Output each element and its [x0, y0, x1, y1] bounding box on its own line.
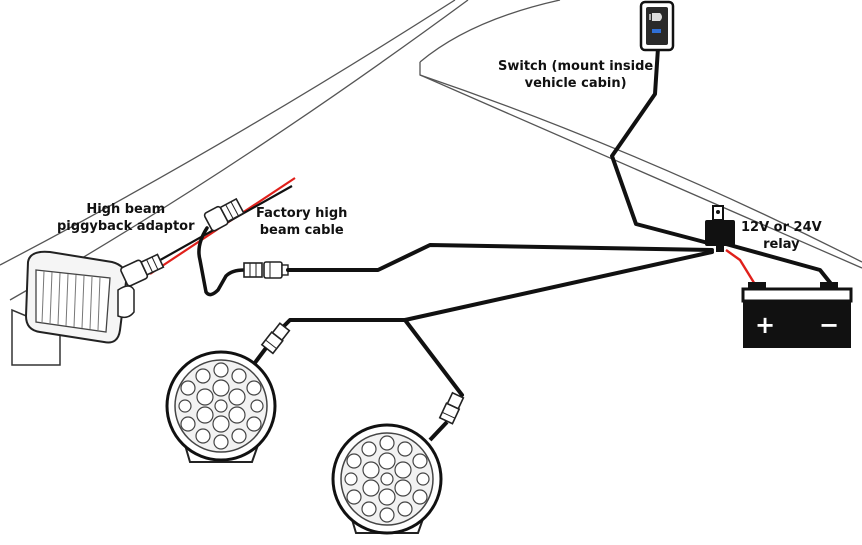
factory-cable-label: Factory high beam cable: [256, 205, 347, 239]
battery-icon: + −: [741, 282, 853, 348]
relay-icon: [705, 205, 735, 252]
switch-label-line-2: vehicle cabin): [524, 76, 627, 91]
switch-label: Switch (mount inside vehicle cabin): [498, 58, 653, 92]
headlight-icon: [11, 250, 135, 366]
positive-wire: [725, 249, 758, 287]
piggyback-adaptor-connector: [120, 177, 296, 287]
relay-label-line-1: 12V or 24V: [741, 220, 822, 235]
light-connector-1: [260, 322, 291, 355]
relay-label-line-2: relay: [763, 237, 800, 252]
harness-wires: [276, 46, 834, 397]
relay-label: 12V or 24V relay: [741, 219, 822, 253]
factory-cable-label-line-1: Factory high: [256, 206, 348, 221]
rocker-switch-icon: [639, 0, 675, 52]
light-connector-2: [438, 391, 465, 425]
factory-high-beam-cable: [197, 226, 289, 297]
driving-light-icon: [165, 350, 277, 463]
driving-light-icon: [331, 423, 443, 535]
battery-negative-symbol: −: [819, 311, 839, 339]
adaptor-label-line-2: piggyback adaptor: [57, 219, 195, 234]
switch-label-line-1: Switch (mount inside: [498, 59, 654, 74]
factory-cable-label-line-2: beam cable: [259, 223, 344, 238]
battery-positive-symbol: +: [755, 311, 775, 339]
adaptor-label: High beam piggyback adaptor: [57, 201, 195, 235]
adaptor-label-line-1: High beam: [86, 202, 166, 217]
